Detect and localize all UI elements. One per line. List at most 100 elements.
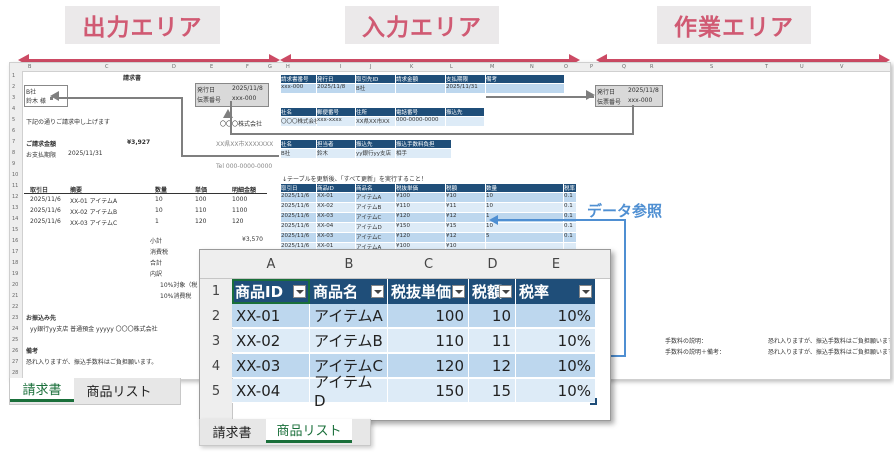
column-header[interactable]: G bbox=[268, 64, 272, 70]
product-table-cell[interactable]: 10% bbox=[516, 354, 596, 378]
input-table-cell[interactable]: 10 bbox=[486, 203, 563, 212]
filter-dropdown-icon[interactable] bbox=[452, 285, 465, 298]
filter-dropdown-icon[interactable] bbox=[371, 285, 384, 298]
product-table-cell[interactable]: XX-02 bbox=[232, 329, 310, 353]
row-header[interactable]: 20 bbox=[12, 282, 19, 288]
row-header[interactable]: 11 bbox=[12, 183, 19, 189]
column-header[interactable]: O bbox=[564, 64, 568, 70]
input-table-header[interactable]: 振込先 bbox=[356, 140, 395, 148]
product-table-cell[interactable]: 10% bbox=[516, 329, 596, 353]
product-table-header[interactable]: 税率 bbox=[516, 279, 596, 304]
input-table-header[interactable]: 税率 bbox=[564, 184, 576, 192]
input-table-cell[interactable]: ¥100 bbox=[396, 193, 445, 202]
row-header[interactable]: 17 bbox=[12, 249, 19, 255]
product-table-cell[interactable]: 15 bbox=[469, 379, 516, 403]
input-table-header[interactable]: 備考 bbox=[486, 75, 564, 83]
filter-dropdown-icon[interactable] bbox=[579, 285, 592, 298]
column-header[interactable]: T bbox=[765, 64, 769, 70]
zoom-row-header[interactable]: 3 bbox=[200, 329, 233, 355]
input-table-cell[interactable]: XX-01 bbox=[317, 243, 355, 252]
input-table-cell[interactable]: XX-03 bbox=[317, 213, 355, 222]
input-table-cell[interactable]: 5 bbox=[486, 233, 563, 242]
input-table-header[interactable]: 請求書番号 bbox=[281, 75, 316, 83]
input-table-cell[interactable]: 0.1 bbox=[564, 203, 576, 212]
input-table-cell[interactable]: アイテムC bbox=[356, 213, 395, 222]
column-header[interactable]: J bbox=[370, 64, 372, 70]
input-table-header[interactable]: 商品ID bbox=[317, 184, 355, 192]
row-header[interactable]: 27 bbox=[12, 359, 19, 365]
input-table-cell[interactable]: XX-03 bbox=[317, 233, 355, 242]
column-header[interactable]: R bbox=[650, 64, 654, 70]
row-header[interactable]: 15 bbox=[12, 227, 19, 233]
column-header[interactable]: M bbox=[490, 64, 495, 70]
input-table-header[interactable]: 社名 bbox=[281, 108, 316, 116]
input-table-cell[interactable]: B社 bbox=[356, 84, 395, 93]
input-table-cell[interactable]: ¥120 bbox=[396, 233, 445, 242]
column-header[interactable]: U bbox=[800, 64, 804, 70]
product-table-cell[interactable]: XX-04 bbox=[232, 379, 310, 403]
input-table-cell[interactable]: ¥12 bbox=[446, 233, 485, 242]
product-table-cell[interactable]: 12 bbox=[469, 354, 516, 378]
zoom-row-header[interactable]: 4 bbox=[200, 354, 233, 380]
row-header[interactable]: 23 bbox=[12, 315, 19, 321]
product-table-cell[interactable]: アイテムC bbox=[310, 354, 388, 378]
column-header[interactable]: P bbox=[590, 64, 594, 70]
row-header[interactable]: 10 bbox=[12, 172, 19, 178]
product-table-cell[interactable]: 10 bbox=[469, 304, 516, 328]
tab-product-list[interactable]: 商品リスト bbox=[86, 384, 152, 400]
input-table-cell[interactable]: 0.1 bbox=[564, 233, 576, 242]
product-table-cell[interactable]: 110 bbox=[388, 329, 469, 353]
input-table-header[interactable]: 振込手数料負担 bbox=[396, 140, 451, 148]
input-table-cell[interactable]: アイテムB bbox=[356, 203, 395, 212]
zoom-column-header-blank[interactable] bbox=[596, 250, 610, 279]
product-table-header[interactable]: 税抜単価 bbox=[388, 279, 469, 304]
column-header[interactable]: K bbox=[410, 64, 414, 70]
input-table-cell[interactable] bbox=[486, 243, 563, 252]
zoom-column-header[interactable]: B bbox=[310, 250, 389, 279]
column-header[interactable]: E bbox=[210, 64, 214, 70]
row-header[interactable]: 6 bbox=[12, 128, 16, 134]
input-table-cell[interactable]: 2025/11/6 bbox=[281, 243, 316, 252]
zoom-tab-product-list[interactable]: 商品リスト bbox=[266, 419, 352, 443]
zoom-tab-invoice[interactable]: 請求書 bbox=[212, 425, 252, 441]
row-header[interactable]: 12 bbox=[12, 194, 19, 200]
row-header[interactable]: 26 bbox=[12, 348, 19, 354]
column-header[interactable]: F bbox=[246, 64, 249, 70]
input-table-cell[interactable]: XX-02 bbox=[317, 203, 355, 212]
row-header[interactable]: 24 bbox=[12, 326, 19, 332]
input-table-header[interactable]: 郵便番号 bbox=[317, 108, 355, 116]
zoom-row-header[interactable]: 5 bbox=[200, 379, 233, 405]
input-table-cell[interactable]: 2025/11/6 bbox=[281, 233, 316, 242]
product-table-cell[interactable]: 120 bbox=[388, 354, 469, 378]
input-table-cell[interactable]: 〇〇〇株式会社 bbox=[281, 117, 320, 126]
input-table-header[interactable]: 支払期限 bbox=[446, 75, 485, 83]
column-header[interactable]: V bbox=[840, 64, 844, 70]
input-table-header[interactable]: 振込先 bbox=[446, 108, 484, 116]
input-table-cell[interactable]: XX-04 bbox=[317, 223, 355, 232]
input-table-cell[interactable] bbox=[486, 84, 564, 93]
input-table-cell[interactable]: 10 bbox=[486, 193, 563, 202]
product-table-header[interactable]: 商品名 bbox=[310, 279, 388, 304]
row-header[interactable]: 14 bbox=[12, 216, 19, 222]
zoom-column-header[interactable]: A bbox=[232, 250, 311, 279]
input-table-header[interactable]: 数量 bbox=[486, 184, 563, 192]
product-table-header[interactable]: 商品ID bbox=[232, 279, 310, 304]
input-table-header[interactable]: 税抜単価 bbox=[396, 184, 445, 192]
input-table-cell[interactable]: 0.1 bbox=[564, 223, 576, 232]
row-header[interactable]: 1 bbox=[12, 73, 16, 79]
input-table-header[interactable]: 住所 bbox=[356, 108, 395, 116]
product-table-cell[interactable]: XX-03 bbox=[232, 354, 310, 378]
row-header[interactable]: 22 bbox=[12, 304, 19, 310]
row-header[interactable]: 13 bbox=[12, 205, 19, 211]
input-table-cell[interactable] bbox=[564, 243, 576, 252]
product-table-cell[interactable]: アイテムD bbox=[310, 373, 388, 410]
input-table-cell[interactable]: 000-0000-0000 bbox=[396, 117, 445, 126]
input-table-header[interactable]: 税額 bbox=[446, 184, 485, 192]
row-header[interactable]: 7 bbox=[12, 139, 16, 145]
product-table-cell[interactable]: 11 bbox=[469, 329, 516, 353]
input-table-header[interactable]: 社名 bbox=[281, 140, 316, 148]
input-table-cell[interactable]: ¥15 bbox=[446, 223, 485, 232]
zoom-row-header[interactable]: 2 bbox=[200, 304, 233, 330]
input-table-cell[interactable]: 2025/11/6 bbox=[281, 213, 316, 222]
row-header[interactable]: 3 bbox=[12, 95, 16, 101]
